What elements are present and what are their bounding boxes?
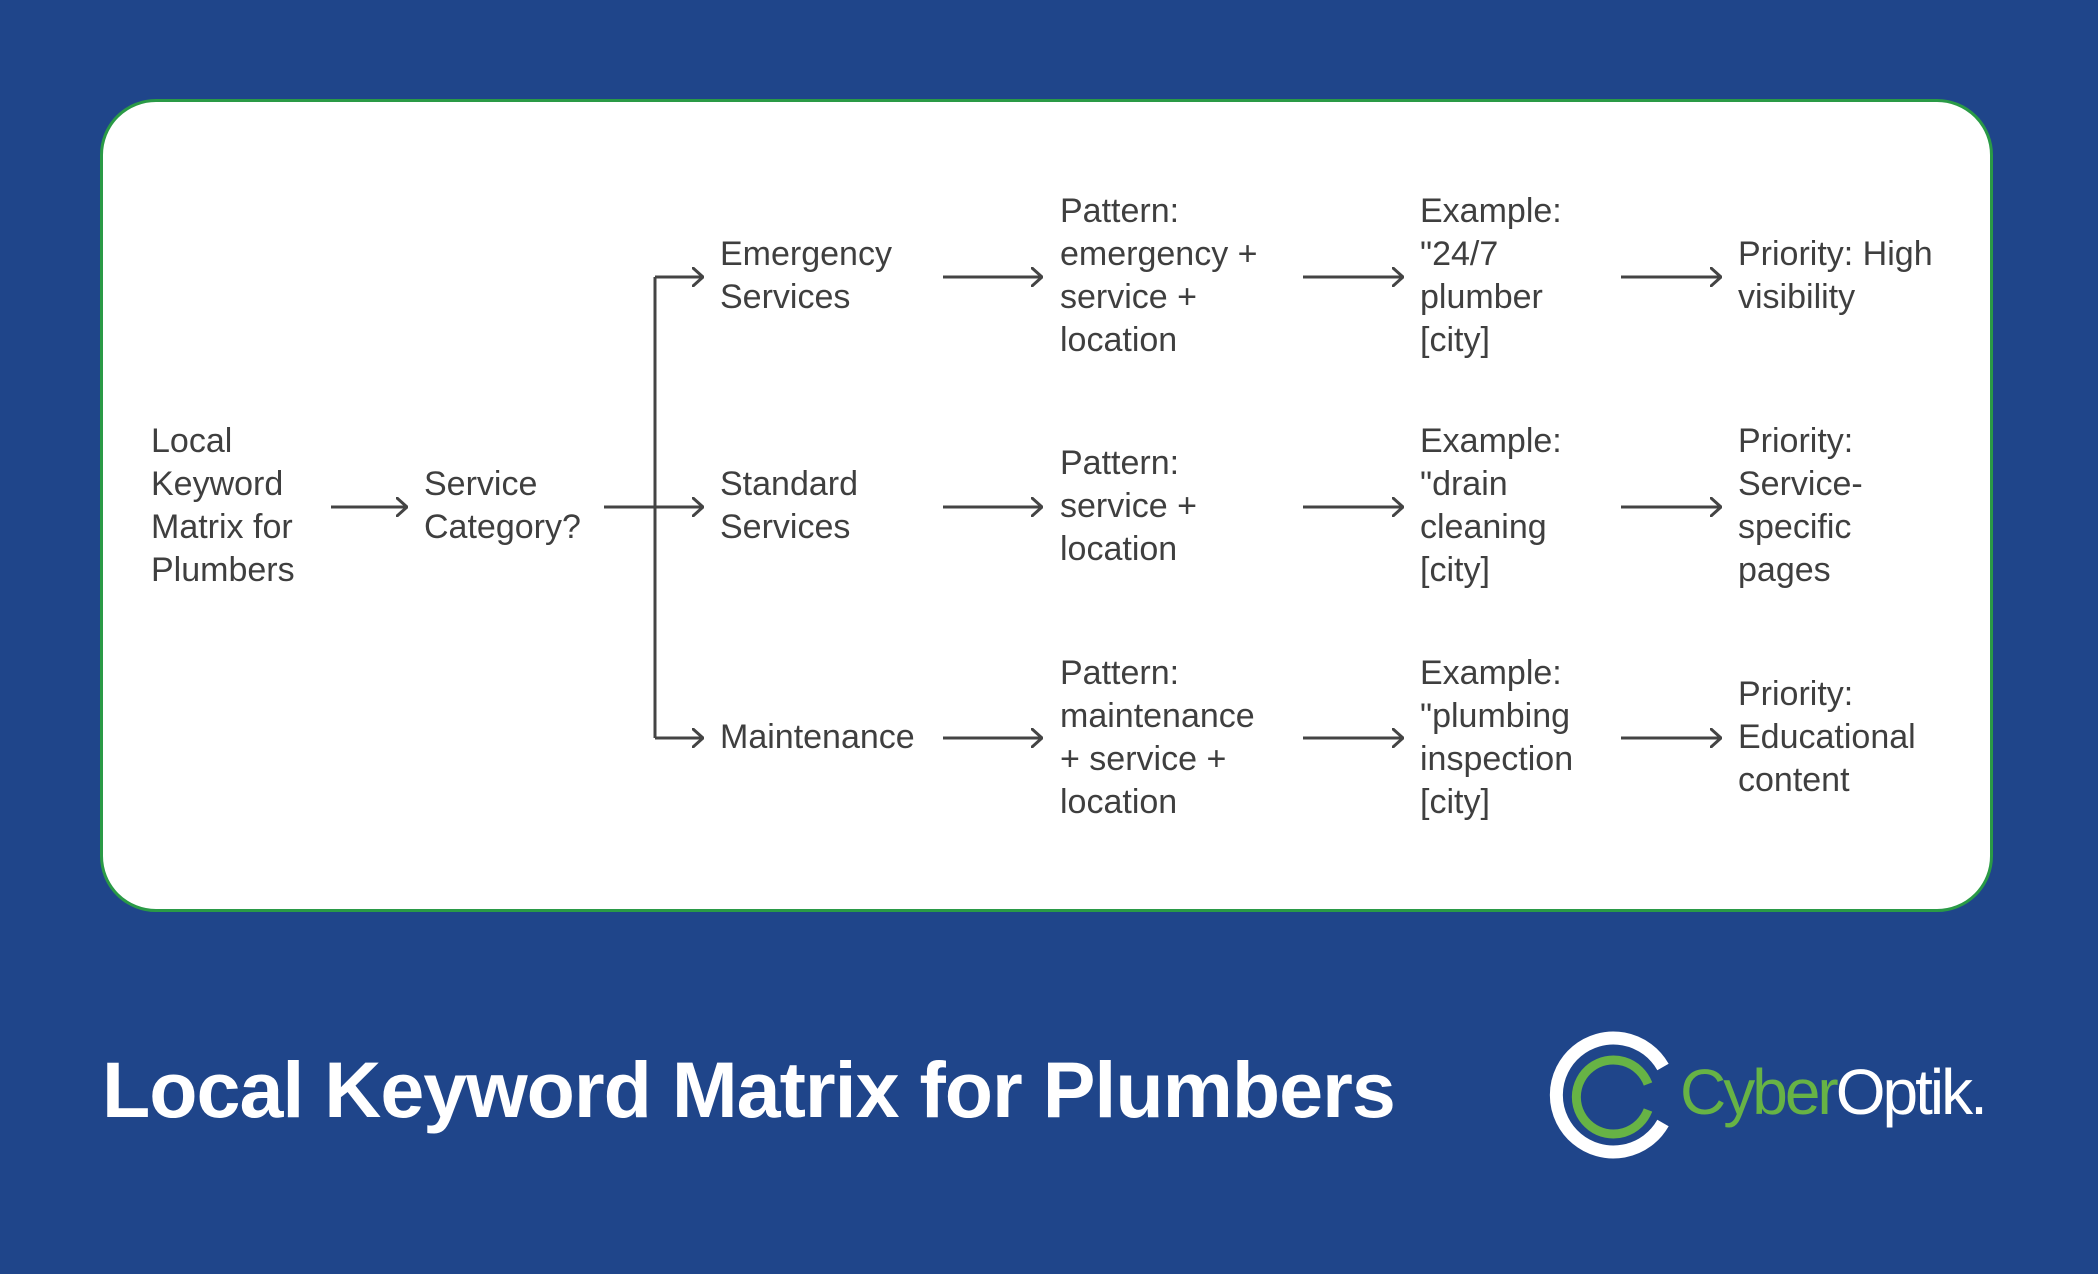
logo-optik-text: Optik. (1835, 1056, 1988, 1128)
page-title: Local Keyword Matrix for Plumbers (102, 1045, 1396, 1134)
emergency-services-node: Emergency Services (720, 235, 892, 316)
maintenance-priority-node: Priority: Educational content (1738, 675, 1916, 799)
standard-services-node: Standard Services (720, 465, 858, 546)
cyberoptik-logo: CyberOptik. (1542, 1020, 2002, 1160)
standard-example-node: Example: "drain cleaning [city] (1420, 422, 1562, 589)
emergency-pattern-node: Pattern: emergency + service + location (1060, 192, 1258, 359)
maintenance-node: Maintenance (720, 718, 915, 756)
logo-ring-icon (1549, 1031, 1669, 1159)
logo-cyber-text: Cyber (1680, 1056, 1839, 1128)
root-node: Local Keyword Matrix for Plumbers (151, 422, 295, 589)
emergency-example-node: Example: "24/7 plumber [city] (1420, 192, 1562, 359)
decision-node: Service Category? (424, 465, 581, 546)
maintenance-pattern-node: Pattern: maintenance + service + locatio… (1060, 654, 1255, 821)
standard-pattern-node: Pattern: service + location (1060, 444, 1197, 568)
standard-priority-node: Priority: Service- specific pages (1738, 422, 1863, 589)
maintenance-example-node: Example: "plumbing inspection [city] (1420, 654, 1574, 821)
emergency-priority-node: Priority: High visibility (1738, 235, 1933, 316)
logo-wordmark: CyberOptik. (1680, 1054, 1988, 1130)
